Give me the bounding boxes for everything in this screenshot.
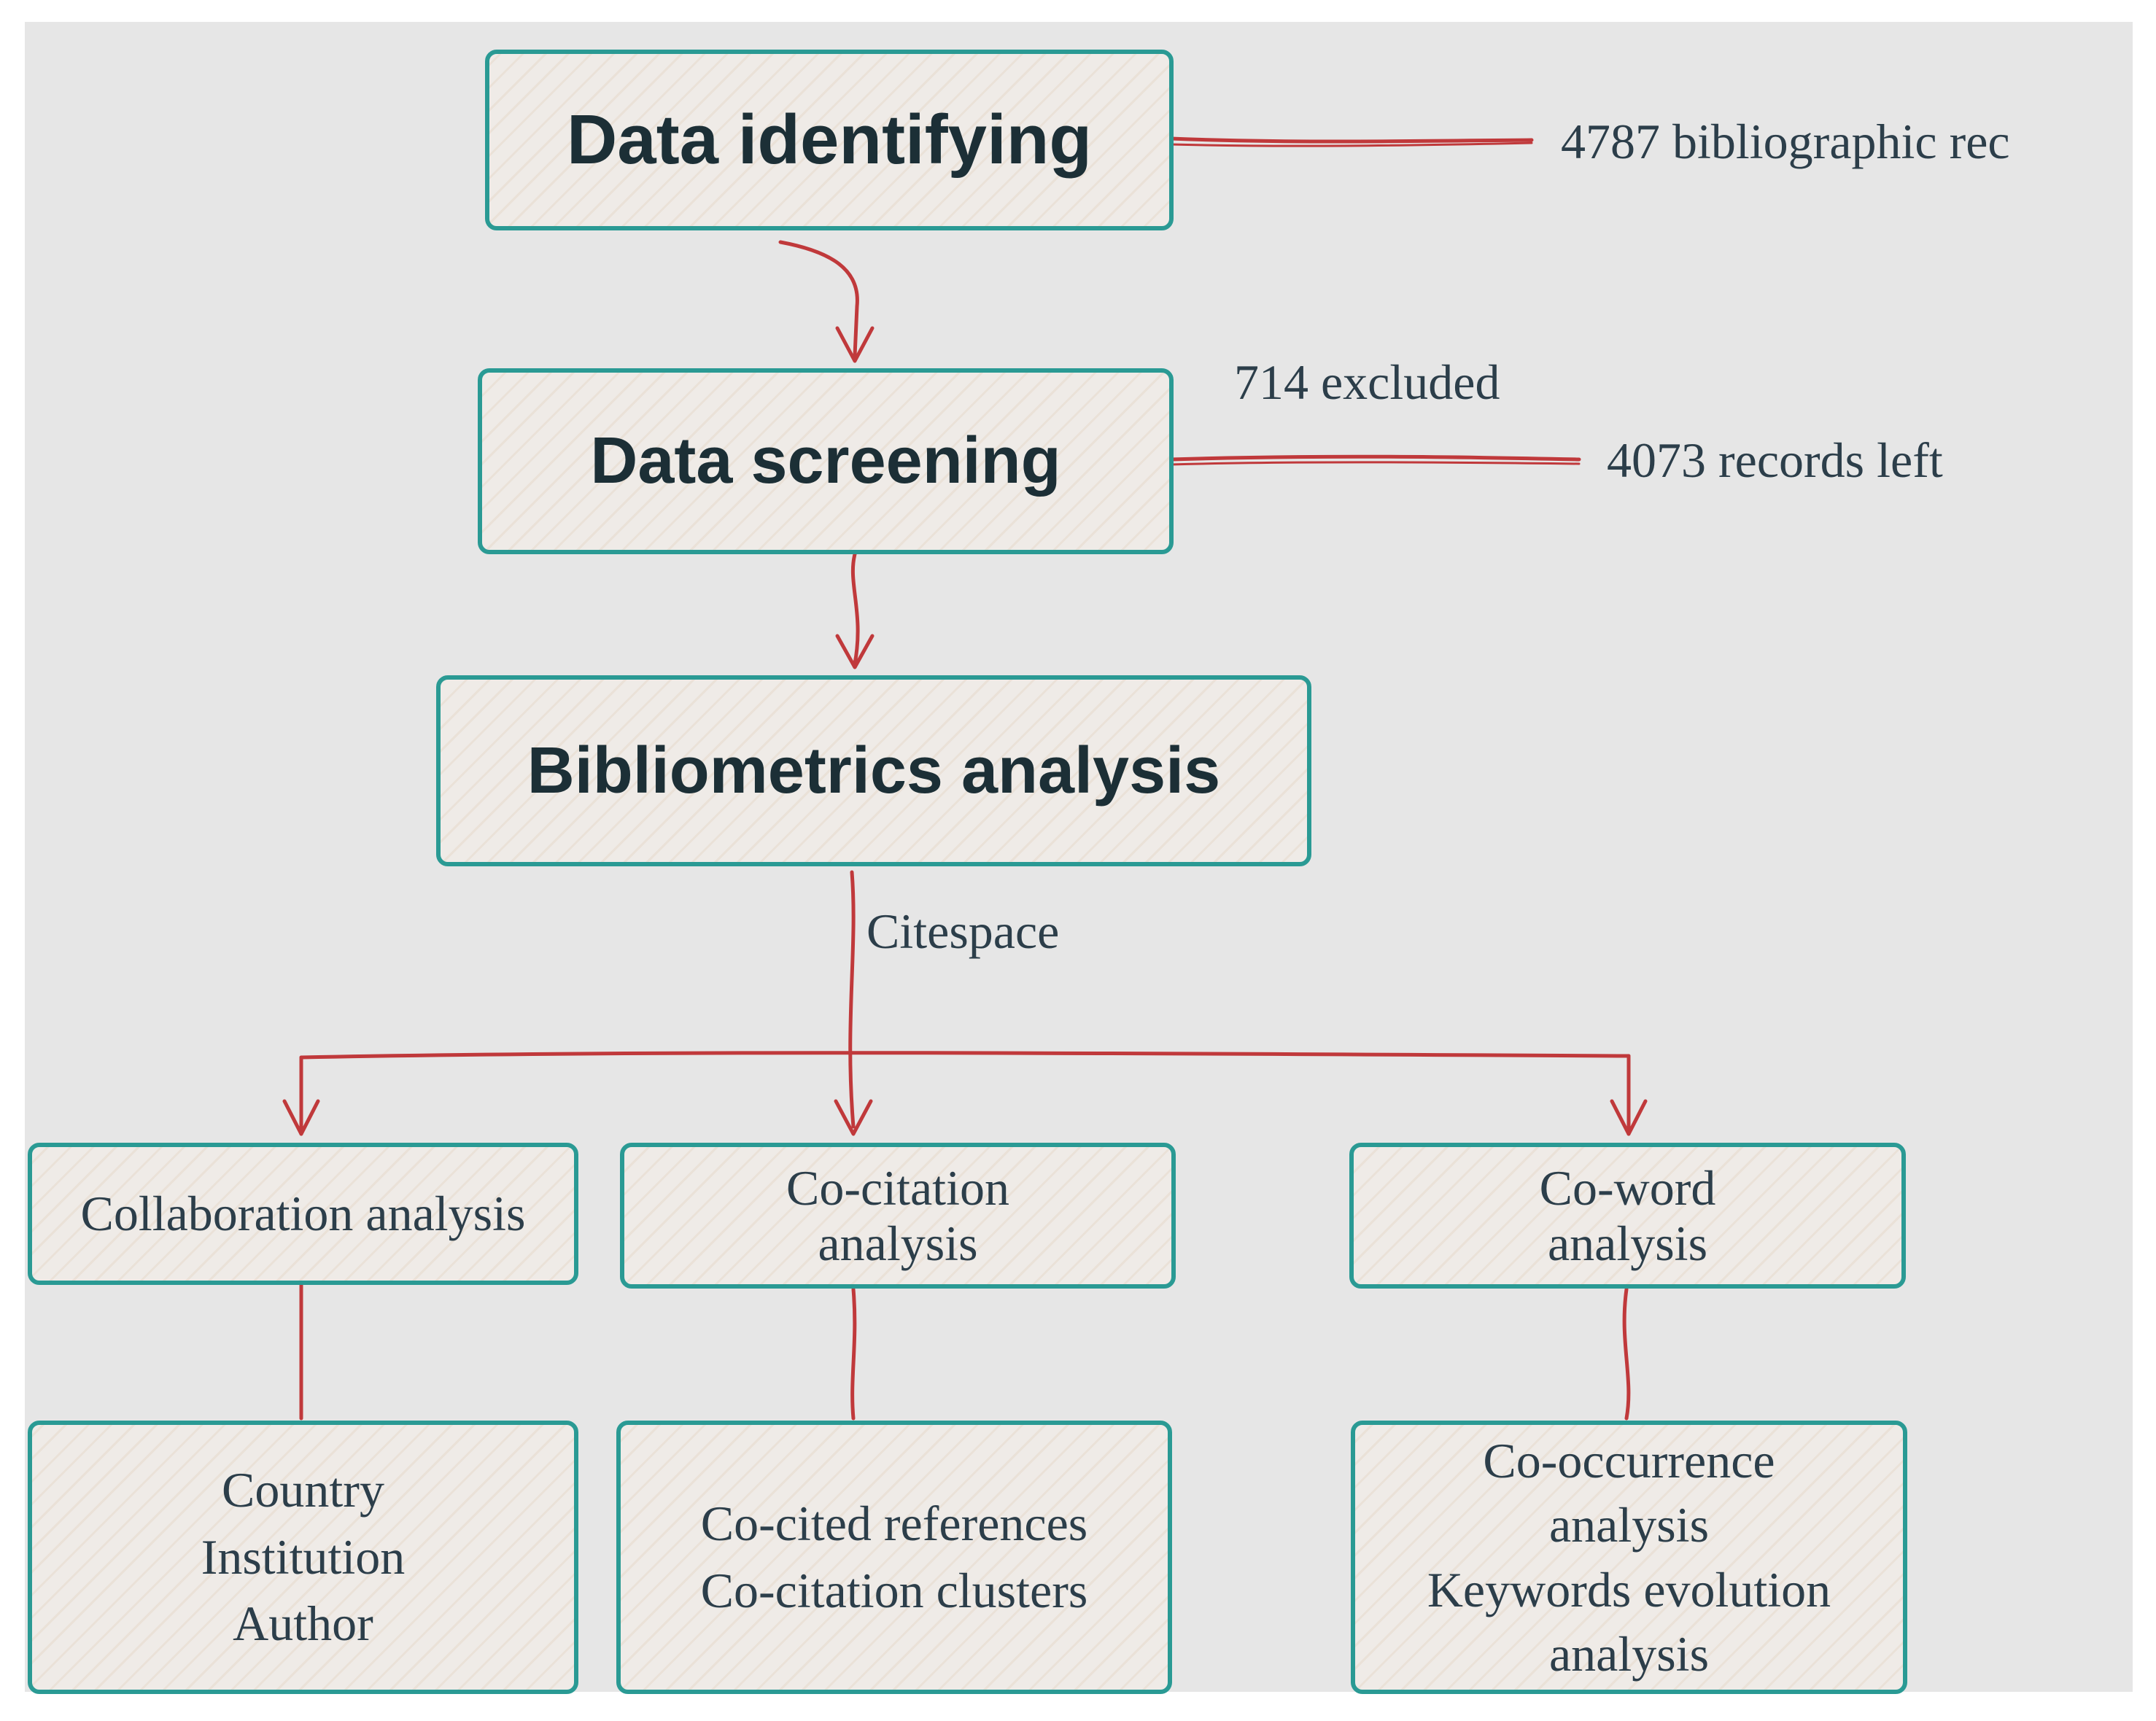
node-data-identifying-label: Data identifying bbox=[566, 101, 1093, 179]
connector-coword-detail bbox=[1622, 1287, 1631, 1421]
node-coword-line-2: analysis bbox=[1547, 1216, 1708, 1271]
node-collaboration-detail: Country Institution Author bbox=[28, 1421, 578, 1694]
connector-records bbox=[1168, 136, 1534, 144]
node-cocitation-line-2: analysis bbox=[818, 1216, 978, 1271]
node-collab-detail-line-3: Author bbox=[233, 1596, 373, 1652]
arrowhead-bibliometrics bbox=[835, 634, 875, 669]
arrowhead-cocitation bbox=[834, 1099, 873, 1136]
arrowhead-screening bbox=[835, 326, 875, 363]
arrowhead-coword bbox=[1610, 1099, 1648, 1136]
node-collab-detail-line-1: Country bbox=[222, 1461, 384, 1518]
node-cocitation-analysis: Co-citation analysis bbox=[620, 1143, 1176, 1289]
node-cocitation-detail: Co-cited references Co-citation clusters bbox=[616, 1421, 1172, 1694]
node-cocitation-detail-line-2: Co-citation clusters bbox=[700, 1562, 1088, 1618]
arrowhead-collab bbox=[282, 1099, 320, 1136]
connector-left bbox=[1168, 454, 1581, 462]
node-collaboration-line-1: Collaboration analysis bbox=[80, 1186, 526, 1242]
node-coword-detail-line-4: analysis bbox=[1548, 1625, 1710, 1682]
note-records-left: 4073 records left bbox=[1607, 432, 1943, 488]
node-data-screening: Data screening bbox=[478, 368, 1174, 554]
node-bibliometrics-analysis: Bibliometrics analysis bbox=[436, 675, 1311, 866]
node-coword-detail-line-2: analysis bbox=[1548, 1497, 1710, 1553]
node-coword-line-1: Co-word bbox=[1539, 1159, 1716, 1216]
node-data-screening-label: Data screening bbox=[590, 424, 1061, 497]
connector-records-2 bbox=[1169, 141, 1533, 147]
node-coword-detail-line-1: Co-occurrence bbox=[1483, 1432, 1775, 1488]
node-coword-detail: Co-occurrence analysis Keywords evolutio… bbox=[1351, 1421, 1907, 1694]
connector-left-2 bbox=[1169, 461, 1581, 466]
node-data-identifying: Data identifying bbox=[485, 50, 1174, 230]
node-cocitation-detail-line-1: Co-cited references bbox=[700, 1495, 1088, 1551]
connector-split bbox=[299, 1051, 1631, 1060]
node-bibliometrics-analysis-label: Bibliometrics analysis bbox=[527, 734, 1221, 807]
connector-cocitation-detail bbox=[850, 1287, 857, 1421]
note-citespace: Citespace bbox=[866, 904, 1060, 959]
connector-identifying-screening bbox=[778, 240, 859, 358]
connector-screening-bibliometrics bbox=[850, 552, 860, 666]
connector-trunk bbox=[848, 870, 856, 1129]
note-bibliographic-records: 4787 bibliographic rec bbox=[1561, 114, 2010, 169]
node-cocitation-line-1: Co-citation bbox=[786, 1159, 1009, 1216]
node-coword-detail-line-3: Keywords evolution bbox=[1427, 1561, 1831, 1617]
note-excluded: 714 excluded bbox=[1234, 354, 1500, 410]
node-collab-detail-line-2: Institution bbox=[201, 1528, 406, 1585]
node-coword-analysis: Co-word analysis bbox=[1349, 1143, 1906, 1289]
node-collaboration-analysis: Collaboration analysis bbox=[28, 1143, 578, 1285]
